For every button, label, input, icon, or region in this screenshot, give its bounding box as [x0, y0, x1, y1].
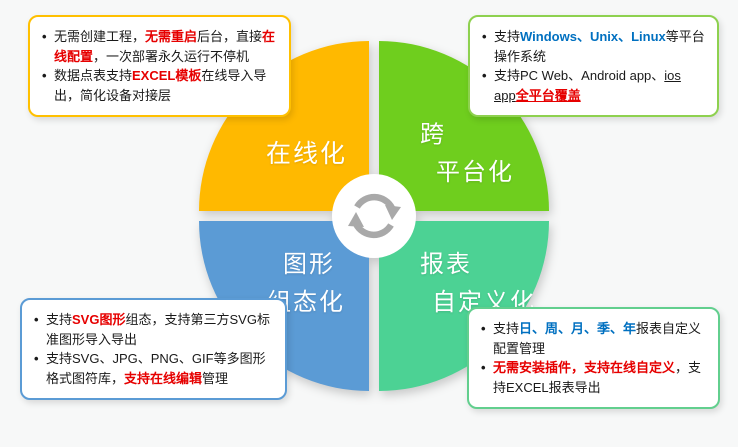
list-item: • 支持SVG图形组态，支持第三方SVG标准图形导入导出 [34, 310, 273, 349]
quadrant-report-custom [379, 221, 549, 391]
quadrant-label-graphic-config: 图形 组态化 [267, 251, 345, 317]
sync-arrows-icon [348, 193, 401, 239]
quadrant-label-line: 跨 [420, 121, 446, 148]
bullet-text: 支持SVG图形组态，支持第三方SVG标准图形导入导出 [46, 312, 270, 347]
bullet-text: 支持PC Web、Android app、ios app全平台覆盖 [494, 68, 681, 103]
bullet-marker: • [482, 68, 487, 83]
quadrant-cross-platform [379, 41, 549, 211]
bullet-text: 无需创建工程，无需重启后台，直接在线配置，一次部署永久运行不停机 [54, 29, 276, 64]
bullet-marker: • [34, 351, 39, 366]
quadrant-label-line: 平台化 [436, 159, 514, 186]
list-item: • 支持日、周、月、季、年报表自定义配置管理 [481, 319, 706, 358]
quadrant-online [199, 41, 369, 211]
bullet-marker: • [34, 312, 39, 327]
bullet-text: 数据点表支持EXCEL模板在线导入导出，简化设备对接层 [54, 68, 267, 103]
bullet-marker: • [42, 68, 47, 83]
callout-graphic-config-features: • 支持SVG图形组态，支持第三方SVG标准图形导入导出 • 支持SVG、JPG… [20, 298, 287, 400]
bullet-text: 无需安装插件，支持在线自定义，支持EXCEL报表导出 [493, 360, 702, 395]
list-item: • 无需安装插件，支持在线自定义，支持EXCEL报表导出 [481, 358, 706, 397]
bullet-marker: • [481, 360, 486, 375]
quadrant-label-line: 图形 [283, 251, 335, 278]
bullet-marker: • [482, 29, 487, 44]
bullet-marker: • [481, 321, 486, 336]
quadrant-label-cross-platform: 跨 平台化 [420, 121, 514, 187]
bullet-text: 支持SVG、JPG、PNG、GIF等多图形格式图符库，支持在线编辑管理 [46, 351, 266, 386]
callout-online-features: • 无需创建工程，无需重启后台，直接在线配置，一次部署永久运行不停机 • 数据点… [28, 15, 291, 117]
center-hub [332, 174, 416, 258]
bullet-marker: • [42, 29, 47, 44]
list-item: • 支持SVG、JPG、PNG、GIF等多图形格式图符库，支持在线编辑管理 [34, 349, 273, 388]
callout-cross-platform-features: • 支持Windows、Unix、Linux等平台操作系统 • 支持PC Web… [468, 15, 719, 117]
bullet-text: 支持Windows、Unix、Linux等平台操作系统 [494, 29, 705, 64]
callout-report-custom-features: • 支持日、周、月、季、年报表自定义配置管理 • 无需安装插件，支持在线自定义，… [467, 307, 720, 409]
bullet-text: 支持日、周、月、季、年报表自定义配置管理 [493, 321, 702, 356]
quadrant-label-online: 在线化 [266, 140, 347, 168]
list-item: • 支持PC Web、Android app、ios app全平台覆盖 [482, 66, 705, 105]
quadrant-label-line: 报表 [420, 251, 472, 278]
list-item: • 支持Windows、Unix、Linux等平台操作系统 [482, 27, 705, 66]
quadrant-label-line: 在线化 [266, 140, 348, 168]
list-item: • 数据点表支持EXCEL模板在线导入导出，简化设备对接层 [42, 66, 277, 105]
list-item: • 无需创建工程，无需重启后台，直接在线配置，一次部署永久运行不停机 [42, 27, 277, 66]
